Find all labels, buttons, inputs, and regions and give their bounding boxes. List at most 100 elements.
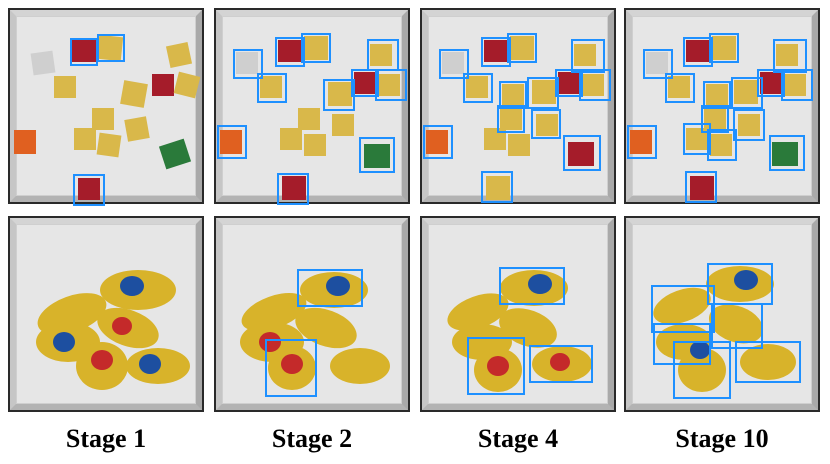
die (14, 130, 36, 154)
dice-group (14, 34, 201, 200)
die (278, 40, 302, 62)
bottle (447, 293, 509, 331)
panel-dice-stage-4 (420, 8, 616, 204)
bottle-label (139, 354, 161, 374)
die (772, 142, 798, 166)
detection-box (275, 37, 305, 67)
dice-scene (423, 33, 611, 203)
die (220, 130, 242, 154)
panel-frame (422, 10, 614, 202)
die (72, 40, 96, 62)
bottle-scene (240, 269, 390, 397)
panel-frame (626, 10, 818, 202)
bounding-boxes (70, 34, 125, 206)
detection-box (683, 123, 711, 155)
detection-box (781, 69, 813, 101)
die (760, 72, 782, 94)
bounding-boxes (467, 267, 593, 395)
dice-scene (627, 33, 813, 203)
bottle (330, 348, 390, 384)
die (484, 40, 508, 62)
stage-label: Stage 10 (675, 424, 769, 453)
bottle-label (281, 354, 303, 374)
die (776, 44, 798, 66)
die (364, 144, 390, 168)
die (370, 44, 392, 66)
die (532, 80, 556, 104)
panel-frame (626, 218, 818, 410)
detection-box (735, 341, 801, 383)
detection-box (463, 73, 493, 103)
die (582, 74, 604, 96)
detection-box (439, 49, 469, 79)
detection-box (497, 105, 525, 133)
detection-box (73, 174, 105, 206)
bottle-label (259, 332, 281, 352)
die (508, 134, 530, 156)
panel-dice-stage-10 (624, 8, 820, 204)
bounding-boxes (217, 33, 407, 205)
bottle-label (487, 356, 509, 376)
detection-box (683, 37, 713, 67)
die (734, 80, 758, 104)
detection-box (707, 129, 737, 161)
die (784, 74, 806, 96)
detection-box (481, 37, 511, 67)
detection-box (499, 267, 565, 305)
bottles-group (653, 266, 796, 392)
panel-frame (216, 10, 408, 202)
detection-box (301, 33, 331, 63)
bottles-group (36, 270, 190, 390)
die (378, 74, 400, 96)
detection-box (709, 33, 739, 63)
dice-group (630, 36, 806, 200)
stage-label: Stage 4 (477, 424, 559, 453)
die (686, 40, 710, 62)
die (502, 84, 524, 106)
die (332, 114, 354, 136)
die (426, 130, 448, 154)
die (510, 36, 534, 60)
panel-dice-stage-2 (214, 8, 410, 205)
detection-box (653, 323, 711, 365)
bottle (708, 304, 764, 344)
detection-box (757, 69, 785, 97)
detection-box (563, 135, 601, 171)
bottle-label (53, 332, 75, 352)
dice-group (426, 36, 604, 200)
die (668, 76, 690, 98)
detection-box (375, 69, 407, 101)
bottles-group (240, 272, 390, 390)
detection-box (499, 81, 527, 109)
detection-box (773, 39, 807, 73)
die (282, 176, 306, 200)
detection-box (527, 77, 559, 109)
bottle-scene (36, 270, 190, 390)
bottle-label (690, 341, 710, 359)
die (54, 76, 76, 98)
bottles-group (447, 270, 592, 392)
detection-box (555, 69, 583, 97)
detection-box (481, 171, 513, 203)
die (704, 108, 726, 130)
detection-box (673, 341, 731, 399)
die (304, 36, 328, 60)
detection-box (769, 135, 805, 171)
dice-scene (14, 34, 201, 206)
die (280, 128, 302, 150)
detection-box (265, 339, 317, 397)
detection-box (665, 73, 695, 103)
detection-box (531, 109, 561, 139)
dice-group (220, 36, 400, 200)
bottle-label (326, 276, 350, 296)
die (260, 76, 282, 98)
panel-frame (216, 218, 408, 410)
bottle-scene (651, 263, 801, 399)
detection-box (579, 69, 611, 101)
detection-box (651, 285, 715, 333)
die (354, 72, 376, 94)
die (78, 178, 100, 200)
panel-bottles-stage-2 (214, 216, 410, 412)
bottle (241, 292, 307, 332)
die (298, 108, 320, 130)
